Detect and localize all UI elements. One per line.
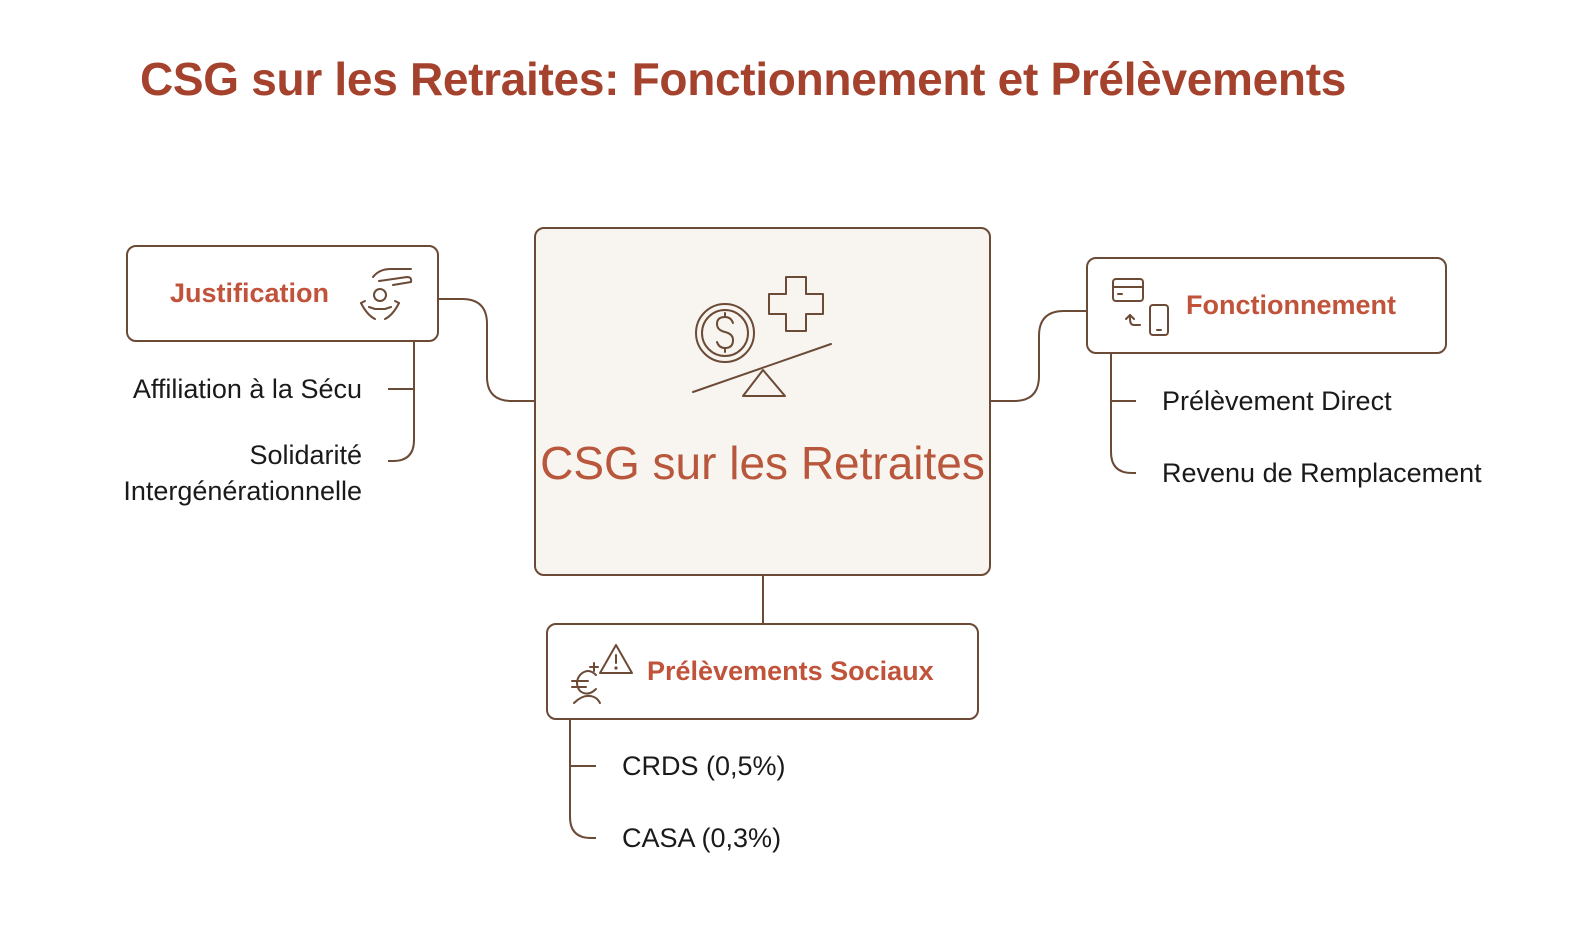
connector-fonctionnement-items [1110,354,1136,474]
central-topic-label: CSG sur les Retraites [540,437,985,489]
connector-prelevements-items [569,719,596,839]
connector-fonctionnement [991,310,1086,402]
prelevements-item: CASA (0,3%) [622,823,782,853]
card-phone-transfer-icon [1112,278,1169,336]
prelevements-node: Prélèvements Sociaux [546,623,979,720]
justification-label: Justification [170,278,330,308]
page-title: CSG sur les Retraites: Fonctionnement et… [140,53,1347,105]
fonctionnement-label: Fonctionnement [1186,290,1396,320]
prelevements-item: CRDS (0,5%) [622,751,786,781]
hand-person-icon [360,268,413,320]
justification-item: Affiliation à la Sécu [132,374,362,404]
justification-item: Solidarité Intergénérationnelle [123,440,362,506]
fonctionnement-node: Fonctionnement [1086,257,1447,354]
connector-justification [439,298,534,402]
central-topic-node: CSG sur les Retraites [534,227,991,576]
justification-node: Justification [126,245,439,342]
euro-person-warning-icon [571,644,633,704]
money-scale-health-icon [692,276,832,397]
fonctionnement-item: Prélèvement Direct [1162,386,1392,416]
connector-justification-items [388,342,415,462]
prelevements-label: Prélèvements Sociaux [647,656,934,686]
fonctionnement-item: Revenu de Remplacement [1162,458,1482,488]
